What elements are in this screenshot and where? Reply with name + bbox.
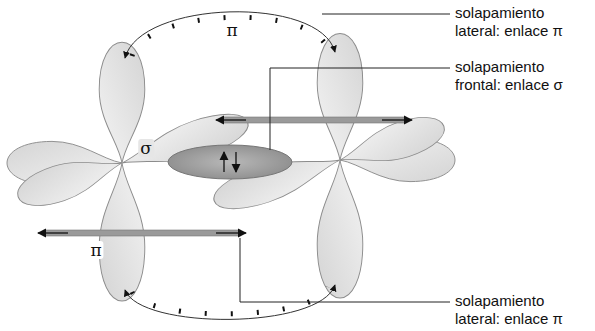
sigma-overlap	[168, 145, 292, 179]
overlap-label: solapamiento lateral: enlace π	[455, 292, 590, 328]
sigma-symbol: σ	[138, 139, 154, 157]
overlap-label: solapamiento lateral: enlace π	[455, 4, 590, 40]
pi-symbol: π	[88, 241, 103, 259]
pi-overlap-arcs	[125, 12, 335, 320]
overlap-label: solapamiento frontal: enlace σ	[455, 58, 590, 94]
pi-overlap-bars	[38, 117, 412, 236]
leader-lines	[240, 14, 450, 302]
pi-symbol: π	[224, 21, 239, 39]
